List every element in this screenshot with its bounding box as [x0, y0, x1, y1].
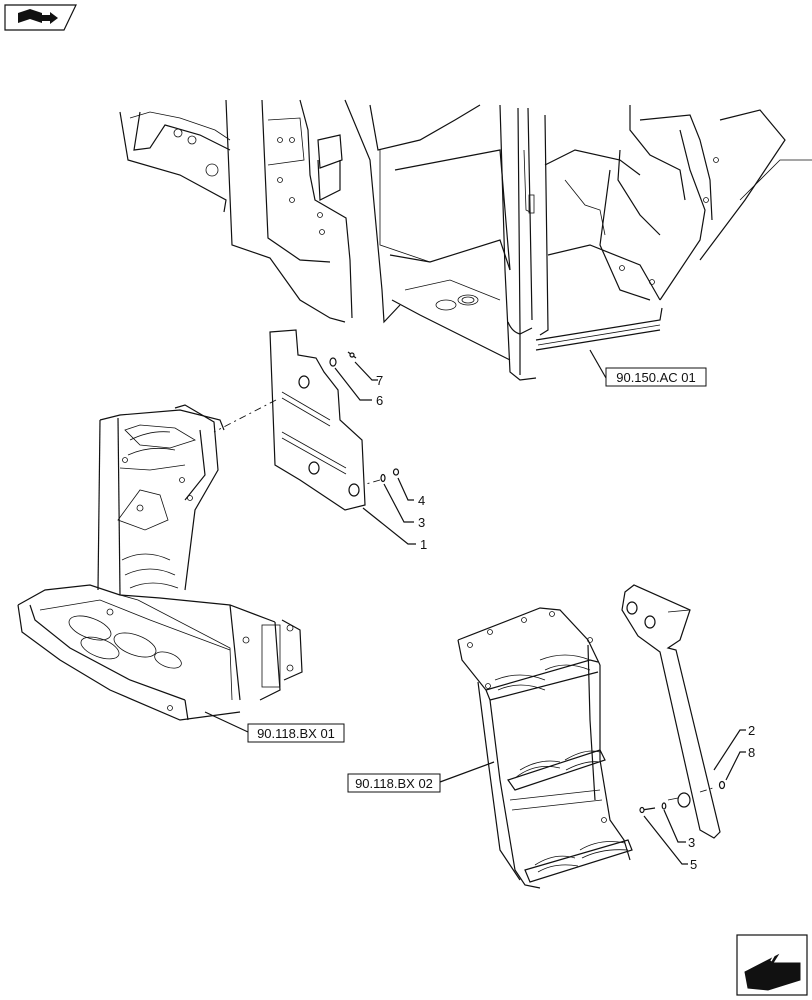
cab-ref-box[interactable]: 90.150.AC 01	[605, 367, 707, 387]
step-bracket	[621, 584, 721, 839]
steps-ref-box[interactable]: 90.118.BX 02	[347, 773, 441, 793]
washer-6	[329, 357, 337, 367]
bolt-5	[639, 806, 656, 814]
callout-3-top: 3	[418, 515, 425, 530]
washer-3-top	[380, 473, 386, 483]
cab-ref-leader	[589, 349, 607, 379]
nut-4	[392, 468, 400, 476]
callout-7: 7	[376, 373, 383, 388]
nut-8	[718, 780, 726, 790]
callout-1: 1	[420, 537, 427, 552]
steps-ref-label: 90.118.BX 02	[355, 776, 433, 791]
assembly-line	[213, 399, 277, 433]
washer-3-bottom	[661, 802, 667, 810]
bolt-7	[347, 351, 357, 359]
platform-ref-label: 90.118.BX 01	[257, 726, 335, 741]
callout-3-bottom: 3	[688, 835, 695, 850]
callout-4: 4	[418, 493, 425, 508]
mounting-plate	[269, 329, 366, 511]
step-ladder	[457, 607, 633, 889]
callout-2: 2	[748, 723, 755, 738]
next-page-arrow-icon[interactable]	[736, 934, 808, 996]
callout-8: 8	[748, 745, 755, 760]
platform-ref-box[interactable]: 90.118.BX 01	[247, 723, 345, 743]
callout-6: 6	[376, 393, 383, 408]
book-arrow-icon[interactable]	[4, 4, 77, 31]
cab-structure	[119, 99, 812, 381]
cab-ref-label: 90.150.AC 01	[616, 370, 696, 385]
platform-frame	[17, 404, 303, 721]
callout-5: 5	[690, 857, 697, 872]
